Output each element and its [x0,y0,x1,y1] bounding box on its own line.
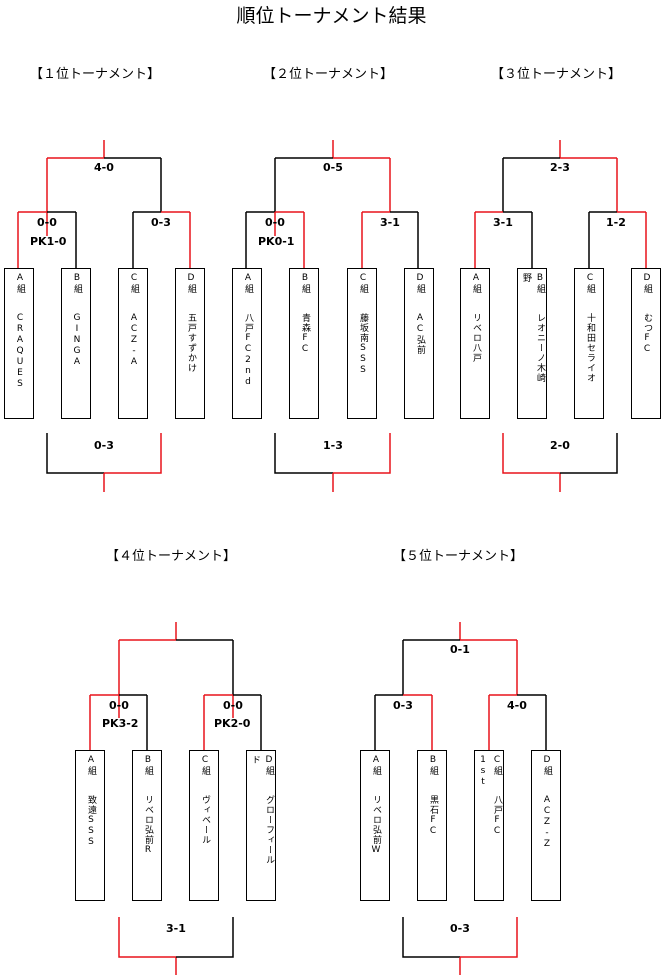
team-group: C組 [585,273,595,294]
t5-team-box-c: 1st C組 八戸FC [474,750,504,901]
t5-team-box-a: A組 リベロ弘前W [360,750,390,901]
team-name: 十和田セライオ [585,313,595,383]
team-name: 黒石FC [428,795,438,837]
team-name-extra: 野 [521,273,531,283]
team-group: C組 [358,273,368,294]
t2-team-box-c: C組 藤坂南SSS [347,268,377,419]
team-group: D組 [542,755,552,776]
t1-semi-right-score: 0-3 [151,216,171,229]
t4-team-box-d: ド D組 グローフィール [246,750,276,901]
t3-team-box-b: 野 B組 レオニーノ木崎 [517,268,547,419]
t3-team-box-d: D組 むつFC [631,268,661,419]
team-group: D組 [642,273,652,294]
team-name-extra: 1st [478,755,488,788]
t3-third-place-score: 2-0 [550,439,570,452]
team-group: C組 [492,755,502,776]
t1-team-box-c: C組 ACZ-A [118,268,148,419]
team-name: リベロ八戸 [471,313,481,363]
t5-team-box-b: B組 黒石FC [417,750,447,901]
t2-final-score: 0-5 [323,161,343,174]
team-group: C組 [200,755,210,776]
tournament-5-title: 【５位トーナメント】 [393,549,524,564]
team-name: 五戸すずかけ [186,313,196,373]
t2-team-box-d: D組 AC弘前 [404,268,434,419]
tournament-5-bracket [374,622,547,975]
team-name: グローフィール [264,795,274,865]
team-name: リベロ弘前R [143,795,153,856]
t5-semi-left-score: 0-3 [393,699,413,712]
t2-semi-right-score: 3-1 [380,216,400,229]
t2-team-box-b: B組 青森FC [289,268,319,419]
team-group: D組 [264,755,274,776]
team-name: 藤坂南SSS [358,313,368,376]
team-group: D組 [415,273,425,294]
team-group: B組 [72,273,82,294]
t3-team-box-a: A組 リベロ八戸 [460,268,490,419]
t5-final-score: 0-1 [450,643,470,656]
team-name-extra: ド [250,755,260,765]
tournament-1-title: 【１位トーナメント】 [30,67,161,82]
team-group: B組 [300,273,310,294]
t1-team-box-d: D組 五戸すずかけ [175,268,205,419]
t3-semi-left-score: 3-1 [493,216,513,229]
t3-semi-right-score: 1-2 [606,216,626,229]
tournament-4-title: 【４位トーナメント】 [106,549,237,564]
team-name: 青森FC [300,313,310,355]
team-group: A組 [371,755,381,776]
team-name: CRAQUES [15,313,25,390]
team-group: A組 [243,273,253,294]
t4-pk-right: PK2-0 [214,717,251,730]
t5-team-box-d: D組 ACZ-Z [531,750,561,901]
team-name: 八戸FC2nd [243,313,253,388]
team-name: レオニーノ木崎 [535,313,545,383]
team-name: ACZ-A [129,313,139,368]
t1-team-box-b: B組 GINGA [61,268,91,419]
t4-third-place-score: 3-1 [166,922,186,935]
team-group: A組 [15,273,25,294]
team-name: AC弘前 [415,313,425,355]
team-group: C組 [129,273,139,294]
t4-semi-right-score: 0-0 [223,699,243,712]
t3-team-box-c: C組 十和田セライオ [574,268,604,419]
t1-pk-left: PK1-0 [30,235,67,248]
team-name: リベロ弘前W [371,795,381,856]
t4-team-box-a: A組 致遠SSS [75,750,105,901]
t4-team-box-c: C組 ヴィベール [189,750,219,901]
tournament-2-title: 【２位トーナメント】 [263,67,394,82]
team-group: A組 [471,273,481,294]
team-group: A組 [86,755,96,776]
t4-pk-left: PK3-2 [102,717,139,730]
t2-pk-left: PK0-1 [258,235,295,248]
team-name: むつFC [642,313,652,355]
team-name: 致遠SSS [86,795,96,848]
team-group: B組 [428,755,438,776]
t1-semi-left-score: 0-0 [37,216,57,229]
t5-third-place-score: 0-3 [450,922,470,935]
t1-third-place-score: 0-3 [94,439,114,452]
t2-semi-left-score: 0-0 [265,216,285,229]
t2-team-box-a: A組 八戸FC2nd [232,268,262,419]
t4-team-box-b: B組 リベロ弘前R [132,750,162,901]
team-name: ACZ-Z [542,795,552,850]
t1-team-box-a: A組 CRAQUES [4,268,34,419]
team-name: GINGA [72,313,82,368]
tournament-3-title: 【３位トーナメント】 [491,67,622,82]
t4-semi-left-score: 0-0 [109,699,129,712]
tournament-3-bracket [474,140,647,492]
tournament-2-bracket [245,140,419,492]
t5-semi-right-score: 4-0 [507,699,527,712]
t3-final-score: 2-3 [550,161,570,174]
team-name: 八戸FC [492,795,502,837]
tournament-4-bracket [89,622,262,975]
team-group: B組 [143,755,153,776]
team-group: B組 [535,273,545,294]
t1-final-score: 4-0 [94,161,114,174]
team-group: D組 [186,273,196,294]
team-name: ヴィベール [200,795,210,845]
page-title: 順位トーナメント結果 [236,5,427,27]
t2-third-place-score: 1-3 [323,439,343,452]
tournament-1-bracket [17,140,191,492]
